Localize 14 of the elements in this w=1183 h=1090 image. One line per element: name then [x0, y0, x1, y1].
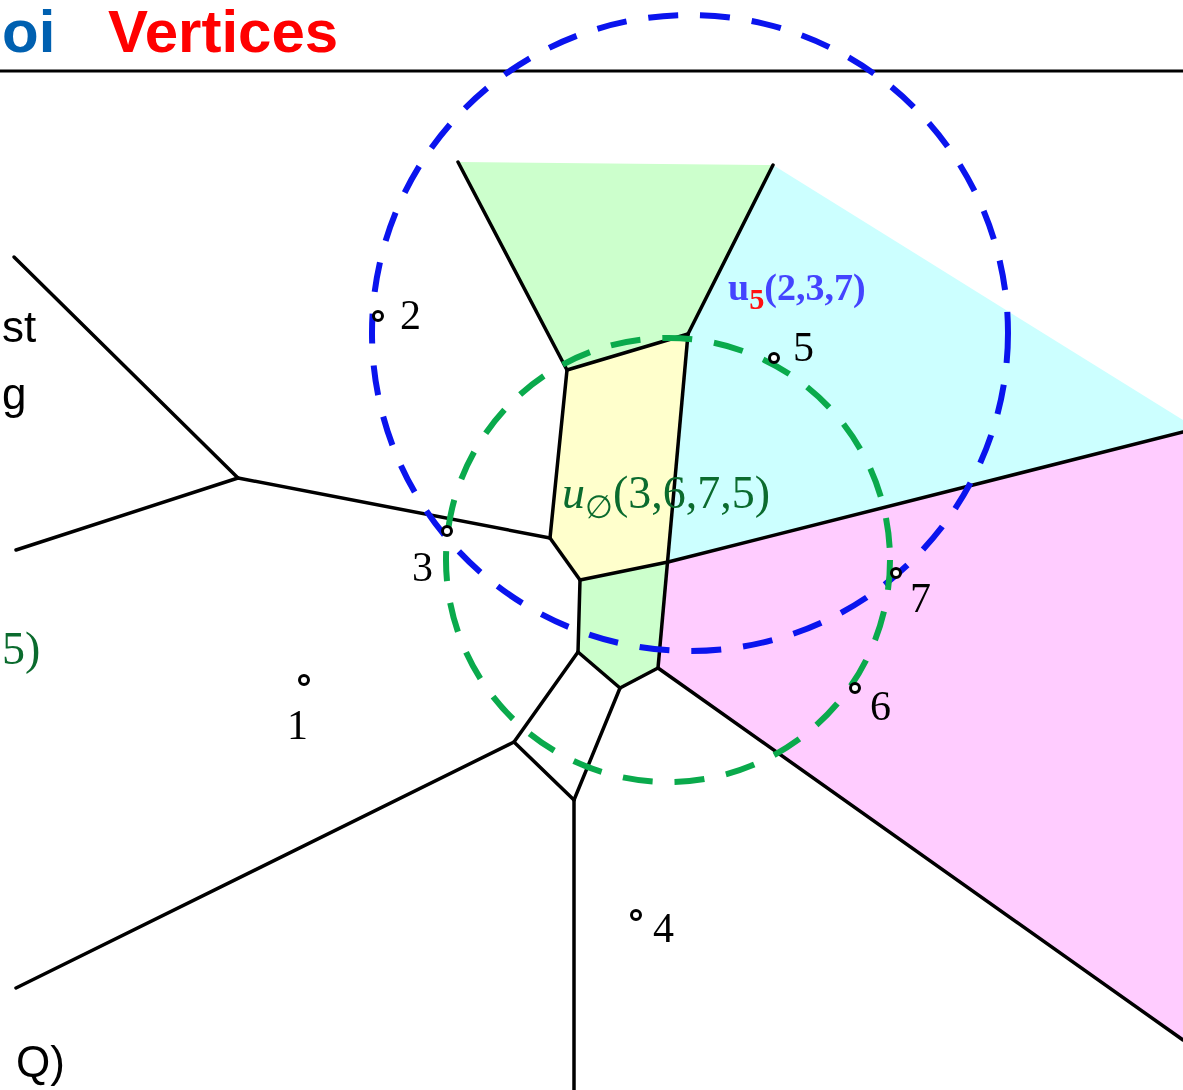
title-text: oi	[2, 2, 56, 62]
point-label: 6	[870, 685, 891, 727]
point-label: 5	[793, 326, 814, 368]
point-label: 3	[412, 546, 433, 588]
text-fragment: 5)	[2, 626, 41, 672]
point-label: 2	[400, 294, 421, 336]
text-fragment: g	[2, 372, 27, 416]
point-label: 7	[910, 577, 931, 619]
point-label: 1	[287, 704, 308, 746]
text-fragment: Q)	[16, 1040, 65, 1084]
vertex-label: u$_{5}$(2,3,7)	[728, 268, 866, 314]
text-fragment: st	[2, 305, 37, 349]
point-label: 4	[653, 907, 674, 949]
title-text: Vertices	[108, 2, 339, 62]
